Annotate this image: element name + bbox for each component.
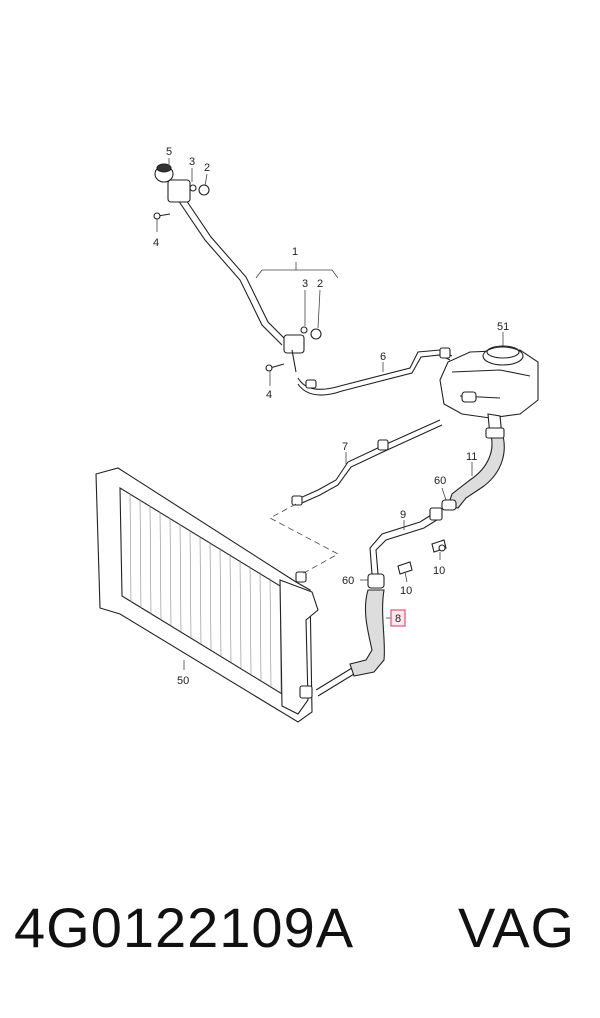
part-number: 4G0122109A xyxy=(14,896,355,959)
callout-10-right: 10 xyxy=(433,565,445,577)
radiator-fins xyxy=(129,493,282,693)
hose-8 xyxy=(349,589,385,677)
callout-10-left: 10 xyxy=(400,585,412,597)
bolt-10-right-icon xyxy=(431,539,447,553)
callout-6: 6 xyxy=(380,351,386,363)
pipe-6 xyxy=(297,347,453,396)
seal-2-lower-icon xyxy=(300,326,322,340)
clamp-60-upper-icon xyxy=(441,499,457,511)
callout-5: 5 xyxy=(166,146,172,158)
bolt-10-left-icon xyxy=(397,561,413,575)
callout-4-upper: 4 xyxy=(153,237,159,249)
bleed-pipe-assembly xyxy=(167,179,305,373)
cap-5-icon xyxy=(154,163,174,183)
brand-name: VAG xyxy=(458,896,576,959)
parts-diagram: 5 3 2 4 1 3 2 4 6 51 7 11 60 9 10 60 10 … xyxy=(95,146,539,723)
callout-2-upper: 2 xyxy=(204,162,210,174)
highlight-box-8 xyxy=(390,609,406,627)
caption: 4G0122109A VAG xyxy=(0,895,600,985)
callout-7: 7 xyxy=(342,441,348,453)
callout-8: 8 xyxy=(395,613,401,625)
callout-3-lower: 3 xyxy=(302,278,308,290)
callout-11: 11 xyxy=(466,451,477,463)
pipe-9 xyxy=(369,507,443,575)
callout-3-upper: 3 xyxy=(189,156,195,168)
callout-4-lower: 4 xyxy=(266,389,272,401)
pipe-7 xyxy=(291,419,443,506)
callout-60-upper: 60 xyxy=(434,475,446,487)
reference-line xyxy=(269,503,339,575)
callout-51: 51 xyxy=(497,321,509,333)
callout-2-lower: 2 xyxy=(317,278,323,290)
callout-60-lower: 60 xyxy=(342,575,354,587)
hose-8-connector xyxy=(315,667,355,697)
callout-50: 50 xyxy=(177,675,189,687)
expansion-tank xyxy=(439,345,539,437)
callout-9: 9 xyxy=(400,509,406,521)
bolt-4-lower-icon xyxy=(265,363,285,372)
seal-2-upper-icon xyxy=(189,184,210,196)
bolt-4-upper-icon xyxy=(153,212,171,220)
radiator xyxy=(95,467,319,723)
clamp-60-lower-icon xyxy=(367,573,385,589)
callout-1: 1 xyxy=(292,246,298,258)
hose-11 xyxy=(447,427,505,509)
